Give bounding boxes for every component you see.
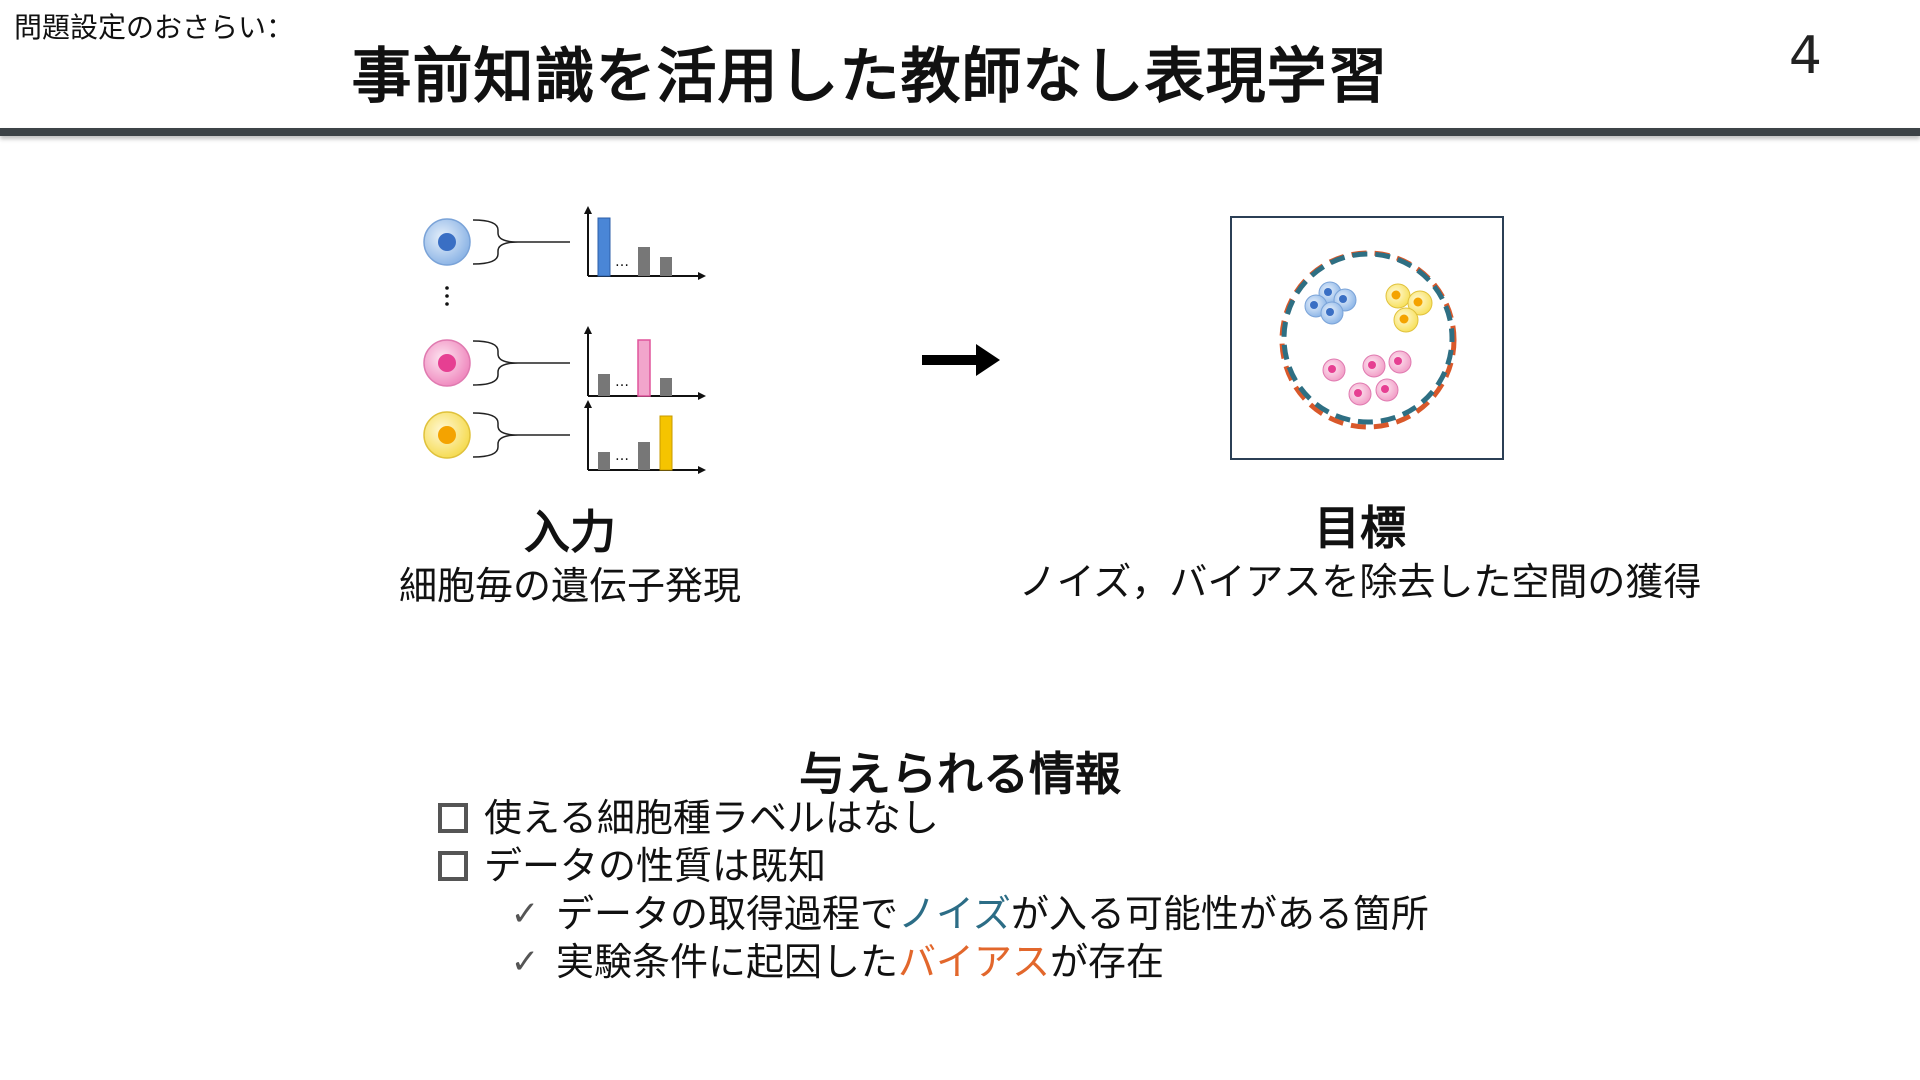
- target-heading: 目標: [1314, 501, 1406, 555]
- checkbox-icon: [438, 851, 468, 881]
- input-description: 細胞毎の遺伝子発現: [398, 564, 741, 608]
- info-item: 使える細胞種ラベルはなし: [438, 794, 1738, 842]
- subitem-text-after: が入る可能性がある箇所: [1010, 892, 1429, 936]
- info-list: 使える細胞種ラベルはなし データの性質は既知 ✓ データの取得過程でノイズが入る…: [438, 794, 1738, 986]
- bar-chart-icon-yellow: …: [584, 400, 706, 474]
- check-mark-icon: ✓: [510, 942, 540, 982]
- target-diagram: [1230, 216, 1504, 460]
- subitem-text-before: 実験条件に起因した: [556, 940, 899, 984]
- input-caption: 入力 細胞毎の遺伝子発現: [310, 502, 830, 610]
- cell-icon-yellow: [423, 411, 471, 459]
- subitem-text-before: データの取得過程で: [556, 892, 899, 936]
- check-mark-icon: ✓: [510, 894, 540, 934]
- bar-ellipsis: …: [615, 374, 629, 390]
- page-number: 4: [1788, 26, 1822, 86]
- info-item: データの性質は既知: [438, 842, 1738, 890]
- title-rule: [0, 128, 1920, 136]
- bar-ellipsis: …: [615, 254, 629, 270]
- noise-highlight: ノイズ: [898, 892, 1011, 936]
- section-label: 問題設定のおさらい：: [14, 11, 295, 44]
- checkbox-icon: [438, 803, 468, 833]
- cell-cluster-yellow: [1385, 283, 1433, 333]
- right-arrow-icon: [922, 344, 1000, 376]
- bar-chart-icon-pink: …: [584, 326, 706, 400]
- cell-cluster-pink: [1322, 350, 1412, 406]
- cell-icon-pink: [423, 339, 471, 387]
- info-item-text: 使える細胞種ラベルはなし: [484, 796, 939, 840]
- bar-chart-icon-blue: …: [584, 206, 706, 280]
- bar-ellipsis: …: [615, 448, 629, 464]
- input-heading: 入力: [524, 505, 616, 559]
- input-diagram: … …: [423, 206, 706, 474]
- noise-boundary: [1281, 251, 1455, 425]
- target-description: ノイズ，バイアスを除去した空間の獲得: [1018, 560, 1702, 604]
- info-item-text: データの性質は既知: [484, 844, 827, 888]
- info-subitem: ✓ データの取得過程でノイズが入る可能性がある箇所: [438, 890, 1738, 938]
- target-caption: 目標 ノイズ，バイアスを除去した空間の獲得: [960, 498, 1760, 606]
- subitem-text-after: が存在: [1050, 940, 1165, 984]
- info-subitem: ✓ 実験条件に起因したバイアスが存在: [438, 938, 1738, 986]
- info-heading: 与えられる情報: [799, 747, 1121, 801]
- bias-highlight: バイアス: [898, 940, 1051, 984]
- slide-title: 事前知識を活用した教師なし表現学習: [351, 42, 1389, 112]
- cell-cluster-blue: [1304, 281, 1357, 325]
- cell-icon-blue: [423, 218, 471, 266]
